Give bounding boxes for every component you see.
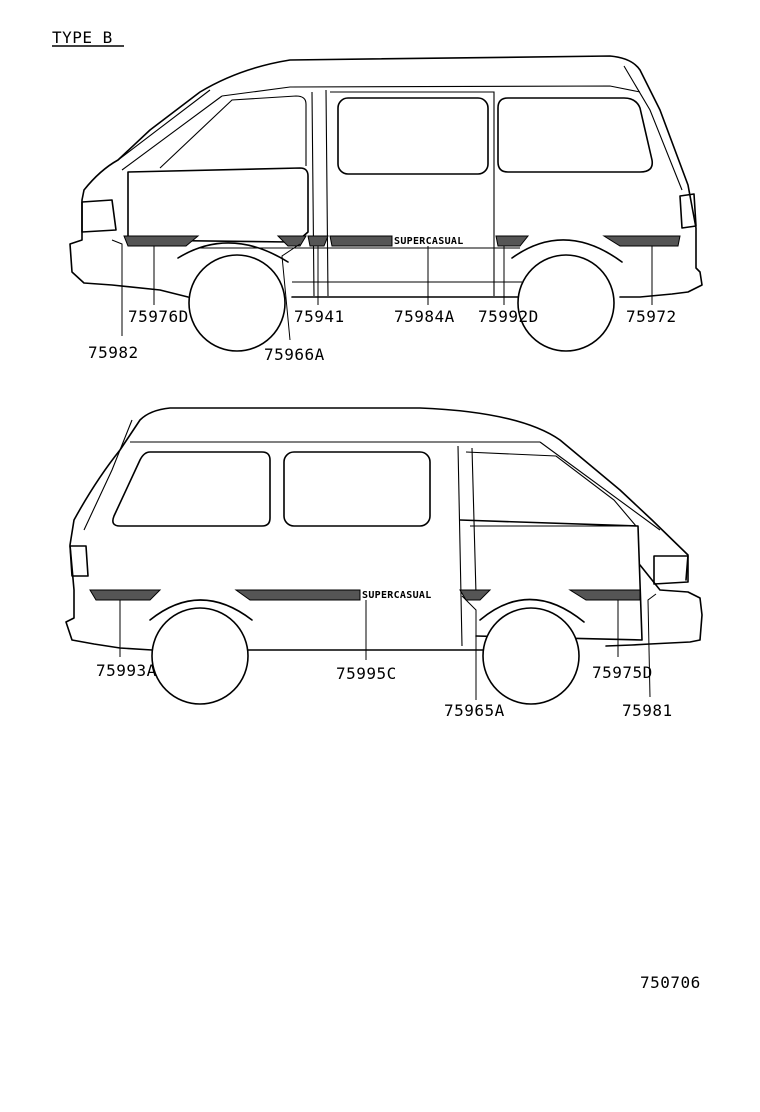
leader-75965a (461, 595, 477, 700)
part-label-75972: 75972 (626, 307, 677, 326)
part-label-75982: 75982 (88, 343, 139, 362)
stripe-body-side-right (234, 589, 361, 601)
middle-window (337, 97, 489, 175)
van-left-side-view: SUPERCASUAL (69, 55, 703, 352)
stripe-front-fender (123, 235, 200, 247)
stripe-front-door-lower (276, 235, 307, 247)
leader-75966a (281, 243, 301, 341)
rear-quarter-window (497, 97, 654, 173)
van-body-outline-right (65, 407, 703, 651)
part-label-75984a: 75984A (394, 307, 455, 326)
front-wheel (188, 254, 286, 352)
part-label-75975d: 75975D (592, 663, 653, 682)
stripe-rear-fender (602, 235, 681, 247)
part-label-75993a: 75993A (96, 661, 157, 680)
van-body-outline (69, 55, 703, 298)
stripe-b-pillar (307, 235, 329, 247)
rear-wheel-arch (511, 239, 623, 263)
part-label-75995c: 75995C (336, 664, 397, 683)
sliding-door (330, 91, 495, 296)
middle-window-right (283, 451, 431, 527)
roof-gutter (221, 85, 641, 97)
rocker-line (200, 247, 522, 283)
a-pillar (117, 89, 223, 171)
front-wheel-right (482, 607, 580, 705)
decal-text-upper: SUPERCASUAL (394, 236, 464, 247)
rear-pillar-right (83, 419, 133, 531)
stripe-slide-door-rear (495, 235, 530, 247)
leader-75982 (111, 239, 123, 336)
diagram-id: 750706 (640, 973, 701, 992)
stripe-slide-door-right (459, 589, 492, 601)
rear-wheel-arch-right (149, 599, 253, 621)
roof-gutter-right (130, 441, 661, 531)
front-wheel-arch-right (479, 598, 585, 623)
stripe-rear-fender-right (89, 589, 162, 601)
part-label-75965a: 75965A (444, 701, 505, 720)
stripe-slide-door (329, 235, 393, 247)
b-pillar (311, 89, 329, 297)
sliding-door-line (457, 445, 477, 647)
part-label-75976d: 75976D (128, 307, 189, 326)
rear-quarter-window-right (112, 451, 271, 527)
rear-wheel-right (151, 607, 249, 705)
front-door-window (159, 95, 307, 169)
decal-text-lower: SUPERCASUAL (362, 590, 432, 601)
van-right-side-view: SUPERCASUAL (65, 407, 703, 705)
leader-75981 (647, 593, 657, 698)
part-label-75941: 75941 (294, 307, 345, 326)
rear-pillar (623, 65, 683, 191)
part-label-75981: 75981 (622, 701, 673, 720)
part-label-75992d: 75992D (478, 307, 539, 326)
headlamp (81, 199, 117, 233)
headlamp-right (653, 555, 689, 585)
front-wheel-arch (177, 242, 289, 263)
rear-wheel (517, 254, 615, 352)
tail-lamp (679, 193, 697, 229)
diagram-title: TYPE B (52, 28, 113, 47)
tail-lamp-right-view (69, 545, 89, 577)
front-door-window-right (465, 451, 638, 527)
front-door (127, 167, 309, 243)
part-label-75966a: 75966A (264, 345, 325, 364)
stripe-front-door-right (568, 589, 641, 601)
